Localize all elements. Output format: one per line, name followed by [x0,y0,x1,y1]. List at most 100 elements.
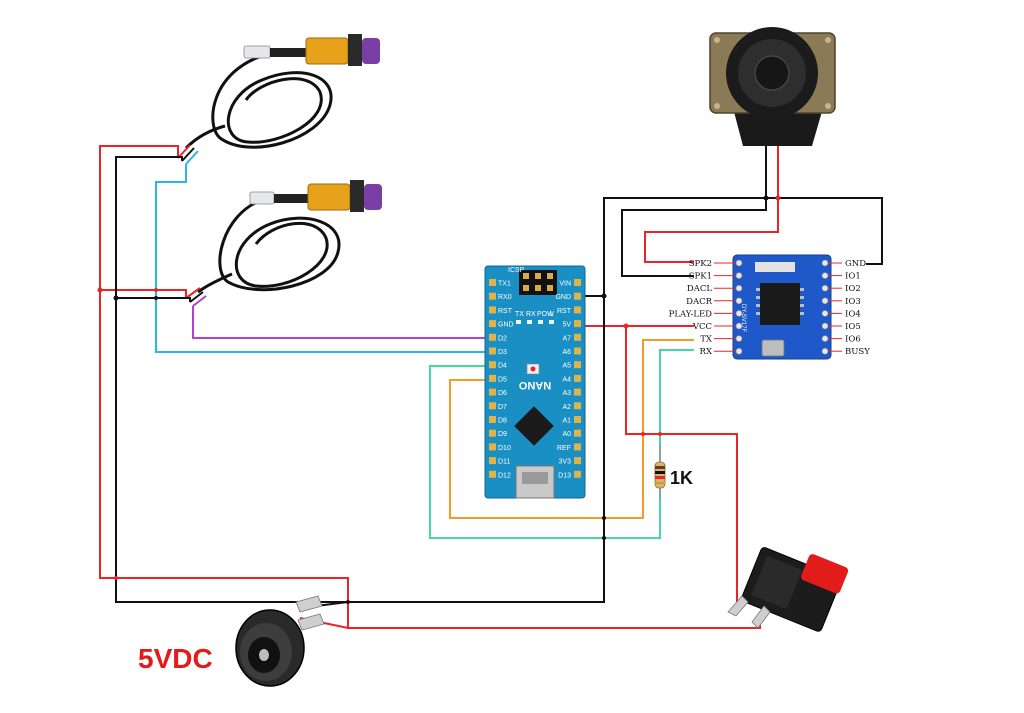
sensor-2-lens [364,184,382,210]
resistor-1k [654,445,666,500]
nano-pin-label-d8: D8 [498,418,507,425]
mp3-pad-r-gnd [821,259,829,267]
nano-pin-label-r-a7: A7 [562,335,571,342]
nano-pin-label-r-vin: VIN [559,281,571,288]
sensor-1-cable-coil [211,52,333,149]
mp3-pin-label-r-io2: IO2 [845,284,861,294]
nano-pin-pad-d5 [489,374,496,382]
sensor-1-lens [362,38,380,64]
nano-pin-pad-r-a7 [574,333,581,341]
nano-pin-pad-r-3v3 [574,457,581,465]
sensor-1-label-tag [243,45,271,59]
ir-sensor-2 [185,180,382,307]
power-label: 5VDC [138,643,213,674]
mp3-pad-dacl [735,284,743,292]
nano-pin-pad-d7 [489,402,496,410]
nano-pin-pad-r-vin [574,279,581,286]
mp3-player-module: DY-SV17F SPK2SPK1DACLDACRPLAY-LEDVCCTXRX… [669,254,870,360]
nano-pin-pad-r-ref [574,443,581,451]
nano-pin-label-r-ref: REF [557,445,571,452]
sensor-1-wire-red [177,144,191,159]
mp3-pin-label-r-io3: IO3 [845,297,861,307]
mp3-pad-r-busy [821,347,829,355]
mp3-pin-label-spk2: SPK2 [689,259,712,269]
mp3-pin-label-r-busy: BUSY [845,347,870,357]
sensor-2-wire-red [185,287,201,299]
nano-pin-pad-r-a4 [574,374,581,382]
mp3-pin-label-r-io6: IO6 [845,335,861,345]
nano-pin-label-tx1: TX1 [498,281,511,288]
nano-pin-label-d5: D5 [498,376,507,383]
mp3-pad-r-io2 [821,284,829,292]
nano-pin-label-d12: D12 [498,472,511,479]
mp3-usb-port [761,339,785,357]
switch-terminal-2 [751,605,771,629]
mp3-pad-rx [735,347,743,355]
nano-pin-pad-d8 [489,416,496,423]
nano-pin-label-r-a1: A1 [562,418,571,425]
nano-pin-label-d10: D10 [498,445,511,452]
nano-pin-pad-r-a3 [574,388,581,396]
mp3-top-connector [755,262,795,272]
nano-pin-pad-d9 [489,429,496,437]
mp3-pin-label-dacl: DACL [687,284,712,294]
nano-pin-pad-r-gnd [574,292,581,300]
nano-pin-pad-r-a1 [574,416,581,423]
mp3-pad-r-io5 [821,322,829,330]
sensor-2-body [307,183,351,211]
nano-pin-label-r-a0: A0 [562,431,571,438]
switch-terminal-1 [727,595,749,617]
nano-pin-pad-r-a0 [574,429,581,437]
wire-teal-rx [429,349,694,539]
sensor-1-gland [270,48,306,57]
nano-pin-label-rx0: RX0 [498,294,512,301]
nano-pin-pad-gnd [489,320,496,328]
nano-pin-pad-d12 [489,470,496,478]
nano-pin-label-r-d13: D13 [558,472,571,479]
mp3-pin-label-rx: RX [700,347,713,357]
nano-pin-pad-tx1 [489,279,496,286]
dc-barrel-jack [235,595,349,687]
speaker-dustcap [754,55,790,91]
mp3-pad-r-io1 [821,272,829,279]
nano-status-leds: TX RX POW L [515,311,554,324]
mp3-pin-label-spk1: SPK1 [689,272,712,282]
nano-pin-pad-r-a5 [574,361,581,369]
sensor-2-label-tag [249,191,275,205]
nano-pin-pad-r-d13 [574,470,581,478]
nano-pin-label-d7: D7 [498,404,507,411]
nano-mcu-chip [514,406,554,446]
nano-pin-pad-d10 [489,443,496,451]
sensor-2-wire-black [189,291,204,303]
ir-sensor-1 [177,34,380,165]
nano-pin-pad-d3 [489,347,496,355]
mp3-pad-r-io4 [821,310,829,317]
mp3-pad-spk2 [735,259,743,267]
nano-pin-label-r-a2: A2 [562,404,571,411]
nano-led-label-pow: POW [537,311,554,318]
nano-pin-label-gnd: GND [498,322,514,329]
mp3-pin-label-r-io4: IO4 [845,309,861,319]
nano-pin-label-r-gnd: GND [555,294,571,301]
nano-pin-label-rst: RST [498,308,513,315]
nano-pin-label-r-rst: RST [557,308,572,315]
nano-pin-label-d11: D11 [498,459,510,466]
nano-pin-label-d9: D9 [498,431,507,438]
speaker [709,27,836,150]
nano-pin-label-r-a5: A5 [562,363,571,370]
nano-pin-pad-d4 [489,361,496,369]
sensor-1-body [305,37,349,65]
mp3-pin-label-r-io1: IO1 [845,272,861,282]
nano-led-label-rx: RX [526,311,536,318]
mp3-pad-tx [735,335,743,342]
mp3-pin-label-r-gnd: GND [845,259,866,269]
nano-led-label-tx: TX [515,311,524,318]
speaker-magnet [733,108,823,146]
rocker-switch [727,547,849,632]
mp3-pad-dacr [735,297,743,305]
